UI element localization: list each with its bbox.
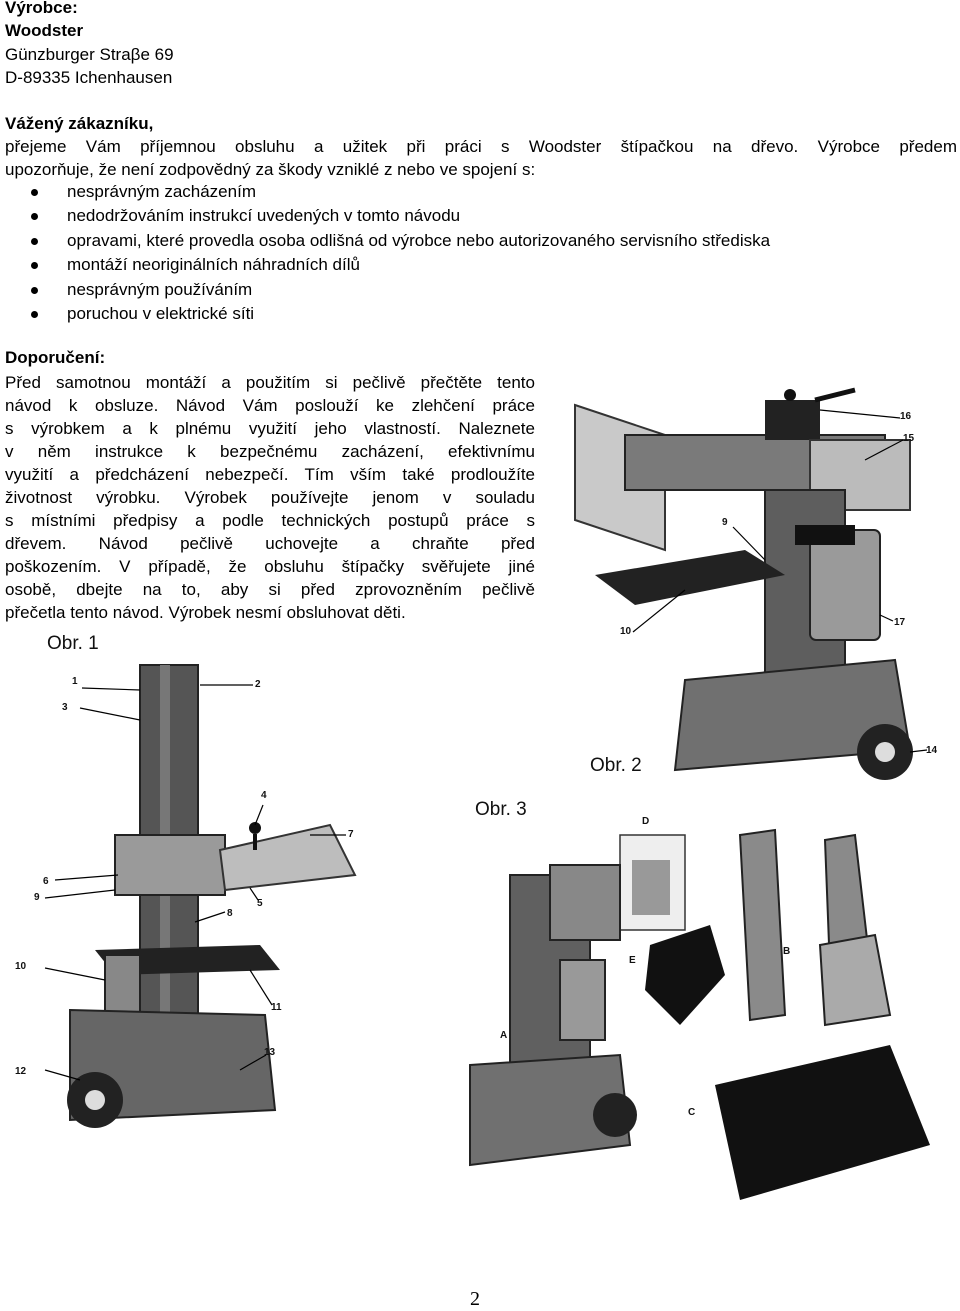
figure-2-callout: 10 <box>620 626 632 637</box>
bullet-icon <box>31 311 38 319</box>
recommendation-heading: Doporučení: <box>5 348 106 367</box>
figure-1-callout: 6 <box>43 876 49 887</box>
paragraph-line: životnost výrobku. Výrobek používejte je… <box>5 488 535 507</box>
list-item: opravami, které provedla osoba odlišná o… <box>5 229 770 253</box>
figure-3-part-label: A <box>500 1030 508 1041</box>
figure-2-callout: 9 <box>722 517 728 528</box>
list-item: nesprávným používáním <box>5 278 770 302</box>
figure-3-part-label: D <box>642 816 650 827</box>
maker-city: D-89335 Ichenhausen <box>5 68 173 87</box>
maker-street: Günzburger Straβe 69 <box>5 45 174 64</box>
intro-line-2: upozorňuje, že není zodpovědný za škody … <box>5 160 536 179</box>
paragraph-line: poškozením. V případě, že obsluhu štípač… <box>5 557 535 576</box>
log-splitter-parts-figure-3 <box>469 828 930 1200</box>
recommendation-paragraph: Před samotnou montáží a použitím si pečl… <box>5 371 535 624</box>
bullet-icon <box>31 189 38 196</box>
list-item: montáží neoriginálních náhradních dílů <box>5 253 770 277</box>
figure-1-callout: 2 <box>255 679 261 690</box>
paragraph-line: přečetla tento návod. Výrobek nesmí obsl… <box>5 603 406 622</box>
paragraph-line: v něm instrukce k bezpečnému zacházení, … <box>5 442 535 461</box>
paragraph-line: Před samotnou montáží a použitím si pečl… <box>5 373 535 392</box>
figure-1-callout: 10 <box>15 961 27 972</box>
maker-label: Výrobce: <box>5 0 78 17</box>
figure-2-callout: 15 <box>903 433 915 444</box>
log-splitter-figure-2 <box>574 387 928 780</box>
paragraph-line: s výrobkem a k plnému využití jeho vlast… <box>5 419 535 438</box>
paragraph-line: osobě, dbejte na to, aby si před zprovoz… <box>5 580 535 599</box>
figure-1-callout: 7 <box>348 829 354 840</box>
paragraph-line: návod k obsluze. Návod Vám poslouží ke z… <box>5 396 535 415</box>
maker-name: Woodster <box>5 21 84 40</box>
greeting: Vážený zákazníku, <box>5 114 154 133</box>
figure-1-callout: 3 <box>62 702 68 713</box>
figure-2-callout: 14 <box>926 745 938 756</box>
figure-1-callout: 8 <box>227 908 233 919</box>
figure-1-callout: 9 <box>34 892 40 903</box>
paragraph-line: s místními předpisy a podle technických … <box>5 511 535 530</box>
bullet-icon <box>31 213 38 221</box>
bullet-icon <box>31 237 38 245</box>
figure-1-callout: 4 <box>261 790 267 801</box>
figure-1-callout: 13 <box>264 1047 276 1058</box>
figure-1-callout: 12 <box>15 1066 27 1077</box>
log-splitter-figure-1 <box>44 664 357 1128</box>
figure-2-callout: 16 <box>900 411 912 422</box>
figure-1-callout: 5 <box>257 898 263 909</box>
figure-1-callout: 1 <box>72 676 78 687</box>
bullet-icon <box>31 262 38 270</box>
figure-2-caption: Obr. 2 <box>590 755 642 776</box>
figure-3-part-label: B <box>783 946 791 957</box>
figure-3-caption: Obr. 3 <box>475 799 527 820</box>
list-item: poruchou v elektrické síti <box>5 302 770 326</box>
list-item: nesprávným zacházením <box>5 180 770 204</box>
paragraph-line: využití a předcházení nebezpečí. Tím vší… <box>5 465 535 484</box>
figure-1-callout: 11 <box>271 1002 282 1013</box>
paragraph-line: dřevem. Návod pečlivě uchovejte a chraňt… <box>5 534 535 553</box>
page-number: 2 <box>470 1288 480 1310</box>
figure-2-callout: 17 <box>894 617 906 628</box>
figure-1-caption: Obr. 1 <box>47 633 99 654</box>
figure-3-part-label: E <box>629 955 636 966</box>
intro-line-1: přejeme Vám příjemnou obsluhu a užitek p… <box>5 137 957 156</box>
liability-list: nesprávným zacházením nedodržováním inst… <box>5 180 770 326</box>
list-item: nedodržováním instrukcí uvedených v tomt… <box>5 204 770 228</box>
figure-3-part-label: C <box>688 1107 696 1118</box>
bullet-icon <box>31 286 38 294</box>
